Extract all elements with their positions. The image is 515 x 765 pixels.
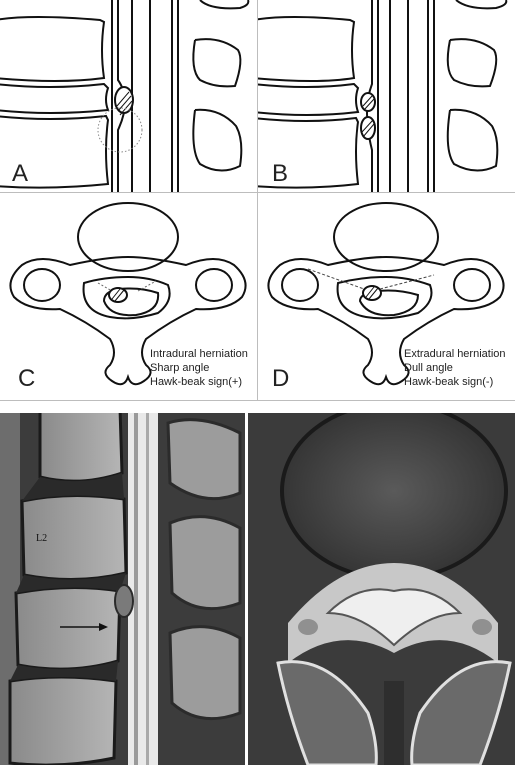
herniation — [109, 288, 127, 302]
panel-b-drawing — [258, 0, 515, 192]
herniation-mass — [115, 585, 133, 617]
vertebra-upper — [0, 17, 104, 81]
panel-letter: D — [272, 367, 289, 391]
nerve-root-left — [298, 619, 318, 635]
mri-axial-image — [248, 413, 515, 765]
mri-axial-drawing — [248, 413, 515, 765]
spinous-process — [384, 681, 404, 765]
facet-lower — [448, 110, 498, 171]
facet-upper — [448, 39, 497, 86]
caption-line: Intradural herniation — [150, 347, 248, 361]
panel-letter: A — [12, 162, 28, 186]
herniation-upper-fragment — [361, 93, 375, 111]
left-pedicle — [24, 269, 60, 301]
right-pedicle — [196, 269, 232, 301]
vertebra-l4 — [10, 677, 116, 765]
caption-line: Dull angle — [404, 361, 506, 375]
left-pedicle — [282, 269, 318, 301]
panel-a-drawing — [0, 0, 257, 192]
panel-letter: B — [272, 162, 288, 186]
panel-letter: C — [18, 367, 35, 391]
vertebra-top — [40, 413, 122, 481]
right-pedicle — [454, 269, 490, 301]
caption-line: Sharp angle — [150, 361, 248, 375]
panel-divider-bottom — [0, 400, 515, 401]
posterior-element-1 — [168, 420, 240, 499]
cord-line — [146, 413, 149, 765]
panel-caption: Intradural herniation Sharp angle Hawk-b… — [150, 347, 248, 389]
mri-sagittal-drawing — [0, 413, 245, 765]
panel-d-axial-extradural: D Extradural herniation Dull angle Hawk-… — [258, 193, 515, 400]
panel-a-sagittal-intradural: A — [0, 0, 257, 192]
mri-sagittal-image: L2 — [0, 413, 245, 765]
panel-divider-horizontal — [0, 192, 515, 193]
vertebra-upper — [258, 17, 354, 81]
caption-line: Hawk-beak sign(+) — [150, 375, 248, 389]
disc-upper — [258, 84, 358, 115]
vertebra-label: L2 — [36, 533, 47, 544]
posterior-element-2 — [170, 517, 240, 609]
posterior-element-3 — [170, 627, 240, 719]
thecal-line — [134, 413, 138, 765]
facet-upper — [193, 39, 240, 86]
caption-line: Hawk-beak sign(-) — [404, 375, 506, 389]
panel-c-axial-intradural: C Intradural herniation Sharp angle Hawk… — [0, 193, 257, 400]
nerve-root-right — [472, 619, 492, 635]
disc-upper — [0, 84, 108, 113]
spinal-canal — [128, 413, 158, 765]
facet-lower — [193, 110, 241, 171]
herniation — [363, 286, 381, 300]
caption-line: Extradural herniation — [404, 347, 506, 361]
panel-b-sagittal-extradural: B — [258, 0, 515, 192]
panel-caption: Extradural herniation Dull angle Hawk-be… — [404, 347, 506, 389]
facet-top — [456, 0, 506, 8]
facet-top — [200, 0, 248, 8]
herniation-intradural — [115, 87, 133, 113]
panel-divider-vertical — [257, 0, 258, 400]
vertebral-body — [282, 413, 506, 579]
